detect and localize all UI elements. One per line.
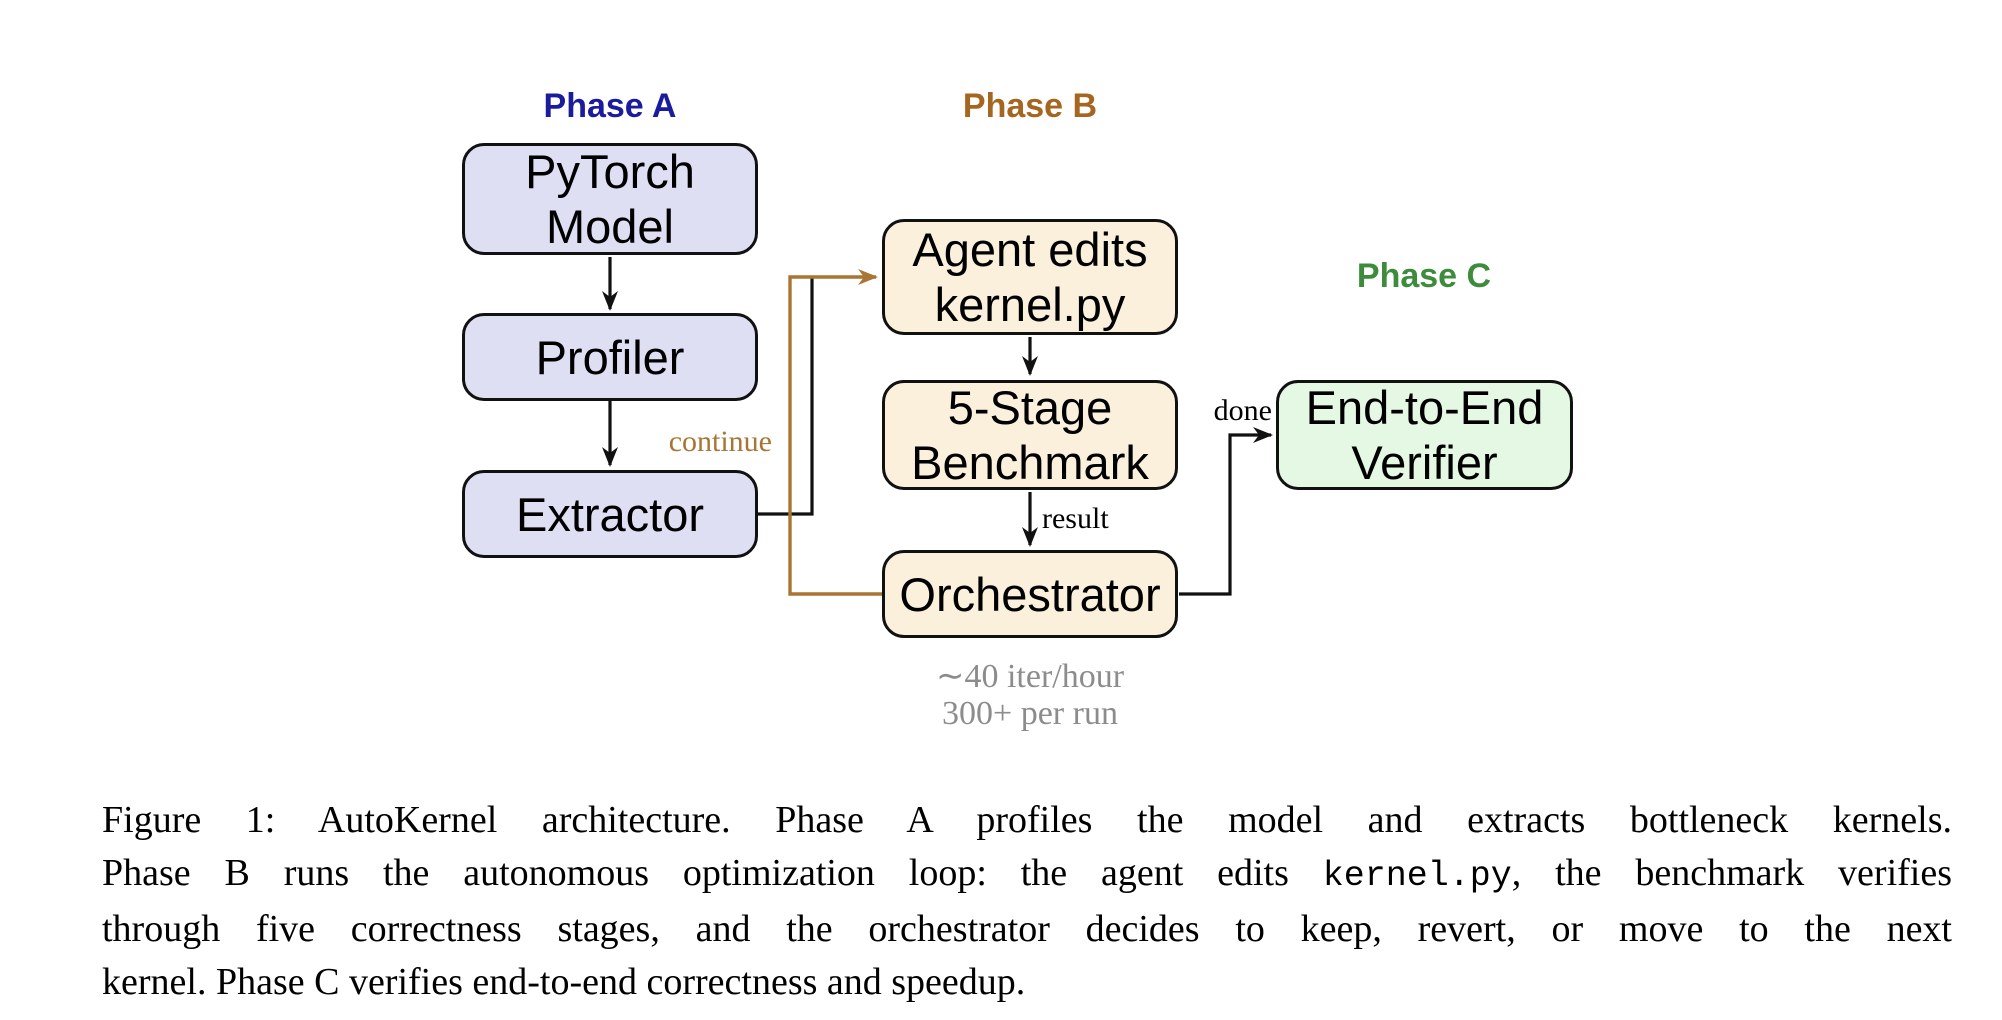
- node-pytorch-model: PyTorch Model: [462, 143, 758, 255]
- figure-caption: Figure 1: AutoKernel architecture. Phase…: [102, 794, 1952, 1009]
- node-orchestrator: Orchestrator: [882, 550, 1178, 638]
- continue-edge-label: continue: [668, 425, 772, 458]
- node-text-line: 5-Stage: [947, 381, 1113, 434]
- phase-c-label: Phase C: [1356, 257, 1492, 295]
- caption-line-1: Figure 1: AutoKernel architecture. Phase…: [102, 799, 1952, 841]
- caption-inline-code: kernel.py: [1322, 856, 1512, 896]
- edge-extractor-to-agent: [758, 278, 814, 516]
- node-profiler: Profiler: [462, 313, 758, 401]
- node-end-to-end-verifier: End-to-End Verifier: [1276, 380, 1573, 490]
- annotation-line: ∼40 iter/hour: [935, 658, 1125, 695]
- node-extractor: Extractor: [462, 470, 758, 558]
- node-text-line: Benchmark: [911, 436, 1149, 489]
- node-text-line: Orchestrator: [899, 567, 1161, 621]
- caption-line-3: through five correctness stages, and the…: [102, 908, 1952, 950]
- node-text-line: PyTorch: [525, 145, 695, 198]
- phase-a-label: Phase A: [543, 87, 677, 125]
- caption-line-2-pre: Phase B runs the autonomous optimization…: [102, 852, 1323, 894]
- node-text-line: Model: [545, 200, 674, 253]
- node-text-line: Verifier: [1351, 436, 1498, 489]
- result-edge-label: result: [1042, 502, 1109, 535]
- node-agent-edits-kernel: Agent edits kernel.py: [882, 219, 1178, 335]
- node-5-stage-benchmark: 5-Stage Benchmark: [882, 380, 1178, 490]
- caption-line-2: Phase B runs the autonomous optimization…: [102, 847, 1952, 903]
- edge-orchestrator-to-verifier: [1179, 427, 1273, 596]
- caption-line-2-post: , the benchmark verifies: [1511, 852, 1952, 894]
- node-text-line: End-to-End: [1305, 381, 1544, 434]
- annotation-line: 300+ per run: [942, 695, 1118, 732]
- node-text-line: kernel.py: [934, 278, 1126, 331]
- caption-line-4: kernel. Phase C verifies end-to-end corr…: [102, 961, 1026, 1003]
- node-text-line: Extractor: [515, 487, 705, 541]
- node-text-line: Agent edits: [912, 223, 1148, 276]
- iteration-rate-annotation: ∼40 iter/hour 300+ per run: [882, 658, 1178, 732]
- edge-continue-loop: [788, 269, 882, 596]
- node-text-line: Profiler: [535, 330, 685, 384]
- phase-b-label: Phase B: [962, 87, 1098, 125]
- done-edge-label: done: [1213, 394, 1272, 427]
